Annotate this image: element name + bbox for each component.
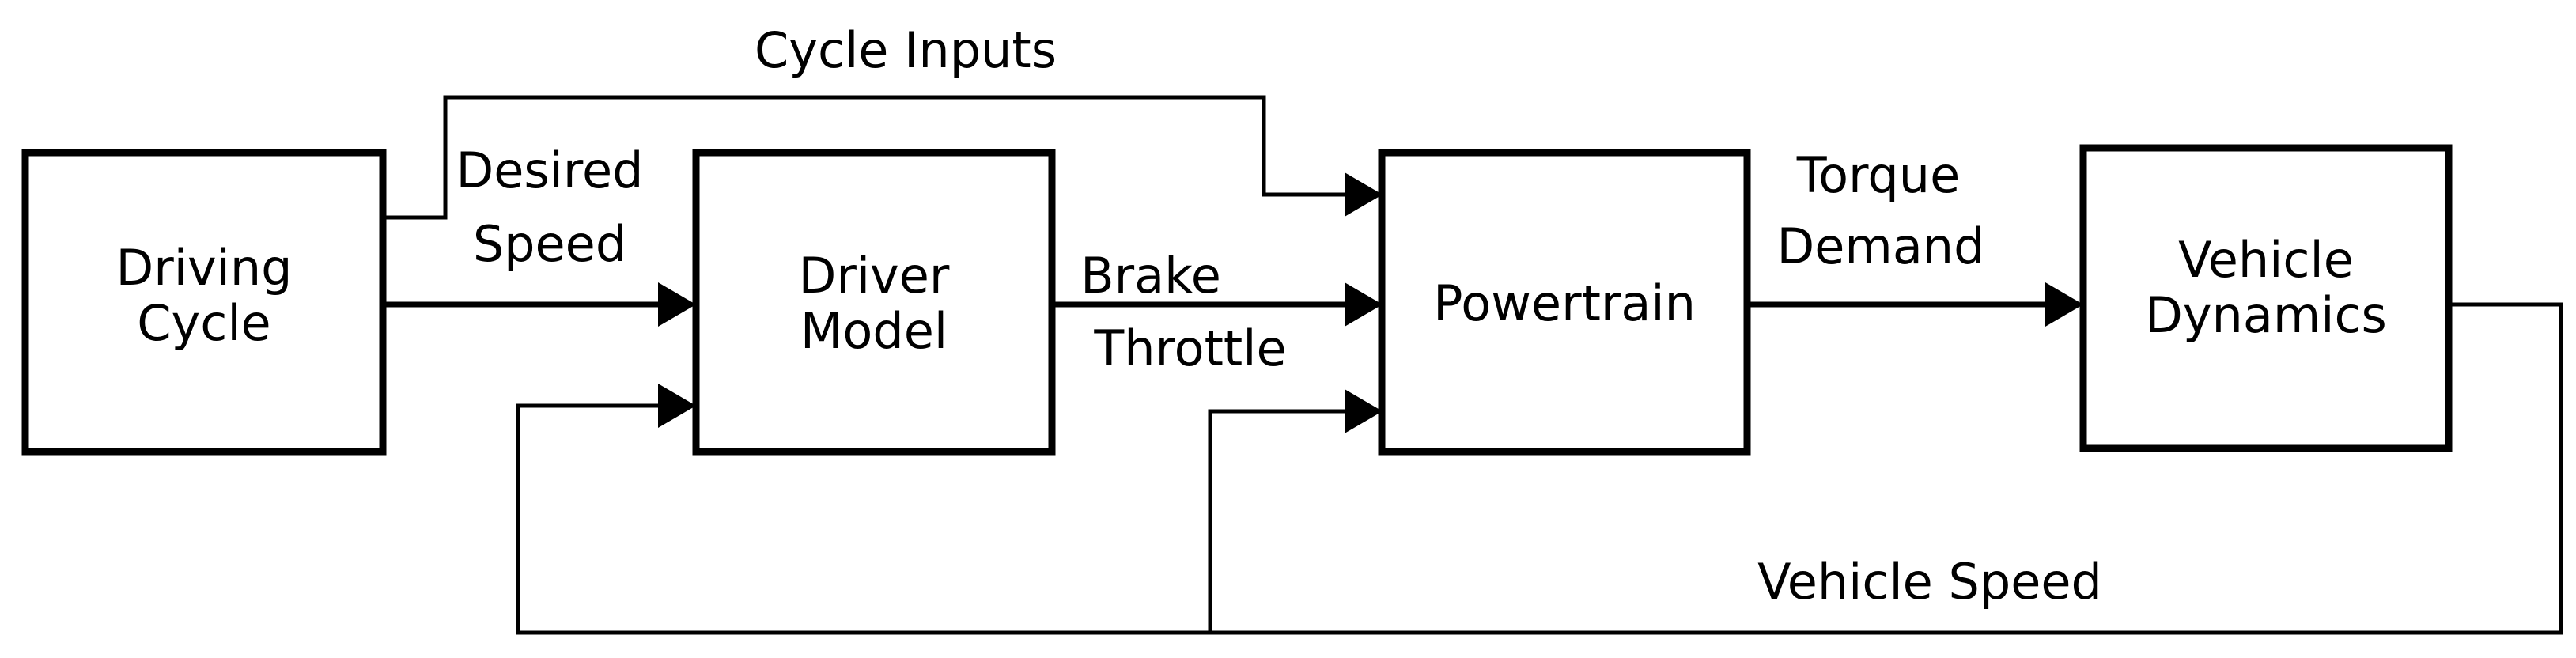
vehicle-speed-label: Vehicle Speed <box>1757 553 2102 611</box>
brake-throttle-arrowhead <box>1345 282 1383 327</box>
vehicle-dynamics-label-line1: Vehicle <box>2178 231 2354 289</box>
desired-speed-label-line1: Desired <box>456 142 643 199</box>
torque-demand-label-line1: Torque <box>1796 146 1960 204</box>
brake-throttle-label-line1: Brake <box>1080 247 1221 304</box>
desired-speed-arrowhead <box>658 282 696 327</box>
brake-throttle-label-line2: Throttle <box>1093 320 1286 377</box>
cycle-inputs-arrowhead <box>1345 172 1383 217</box>
driving-cycle-block: Driving Cycle <box>21 149 387 456</box>
driver-model-label-line1: Driver <box>799 247 950 304</box>
desired-speed-label-line2: Speed <box>473 215 626 273</box>
powertrain-block: Powertrain <box>1378 149 1751 456</box>
driver-model-label-line2: Model <box>800 302 948 360</box>
desired-speed-connection: Desired Speed <box>383 142 696 327</box>
driving-cycle-label-line1: Driving <box>115 239 292 297</box>
torque-demand-connection: Torque Demand <box>1747 146 2083 327</box>
feedback-powertrain-arrowhead <box>1345 389 1383 433</box>
cycle-inputs-connection: Cycle Inputs <box>383 21 1383 220</box>
brake-throttle-connection: Brake Throttle <box>1052 247 1383 377</box>
driving-cycle-label-line2: Cycle <box>137 294 270 352</box>
torque-demand-arrowhead <box>2045 282 2083 327</box>
feedback-driver-arrowhead <box>658 384 696 428</box>
vehicle-dynamics-block: Vehicle Dynamics <box>2079 144 2453 452</box>
vehicle-speed-feedback: Vehicle Speed <box>516 302 2563 635</box>
vehicle-dynamics-label-line2: Dynamics <box>2145 286 2387 344</box>
cycle-inputs-label: Cycle Inputs <box>755 21 1057 79</box>
driver-model-block: Driver Model <box>692 149 1056 456</box>
powertrain-label: Powertrain <box>1433 274 1696 332</box>
torque-demand-label-line2: Demand <box>1777 217 1985 275</box>
